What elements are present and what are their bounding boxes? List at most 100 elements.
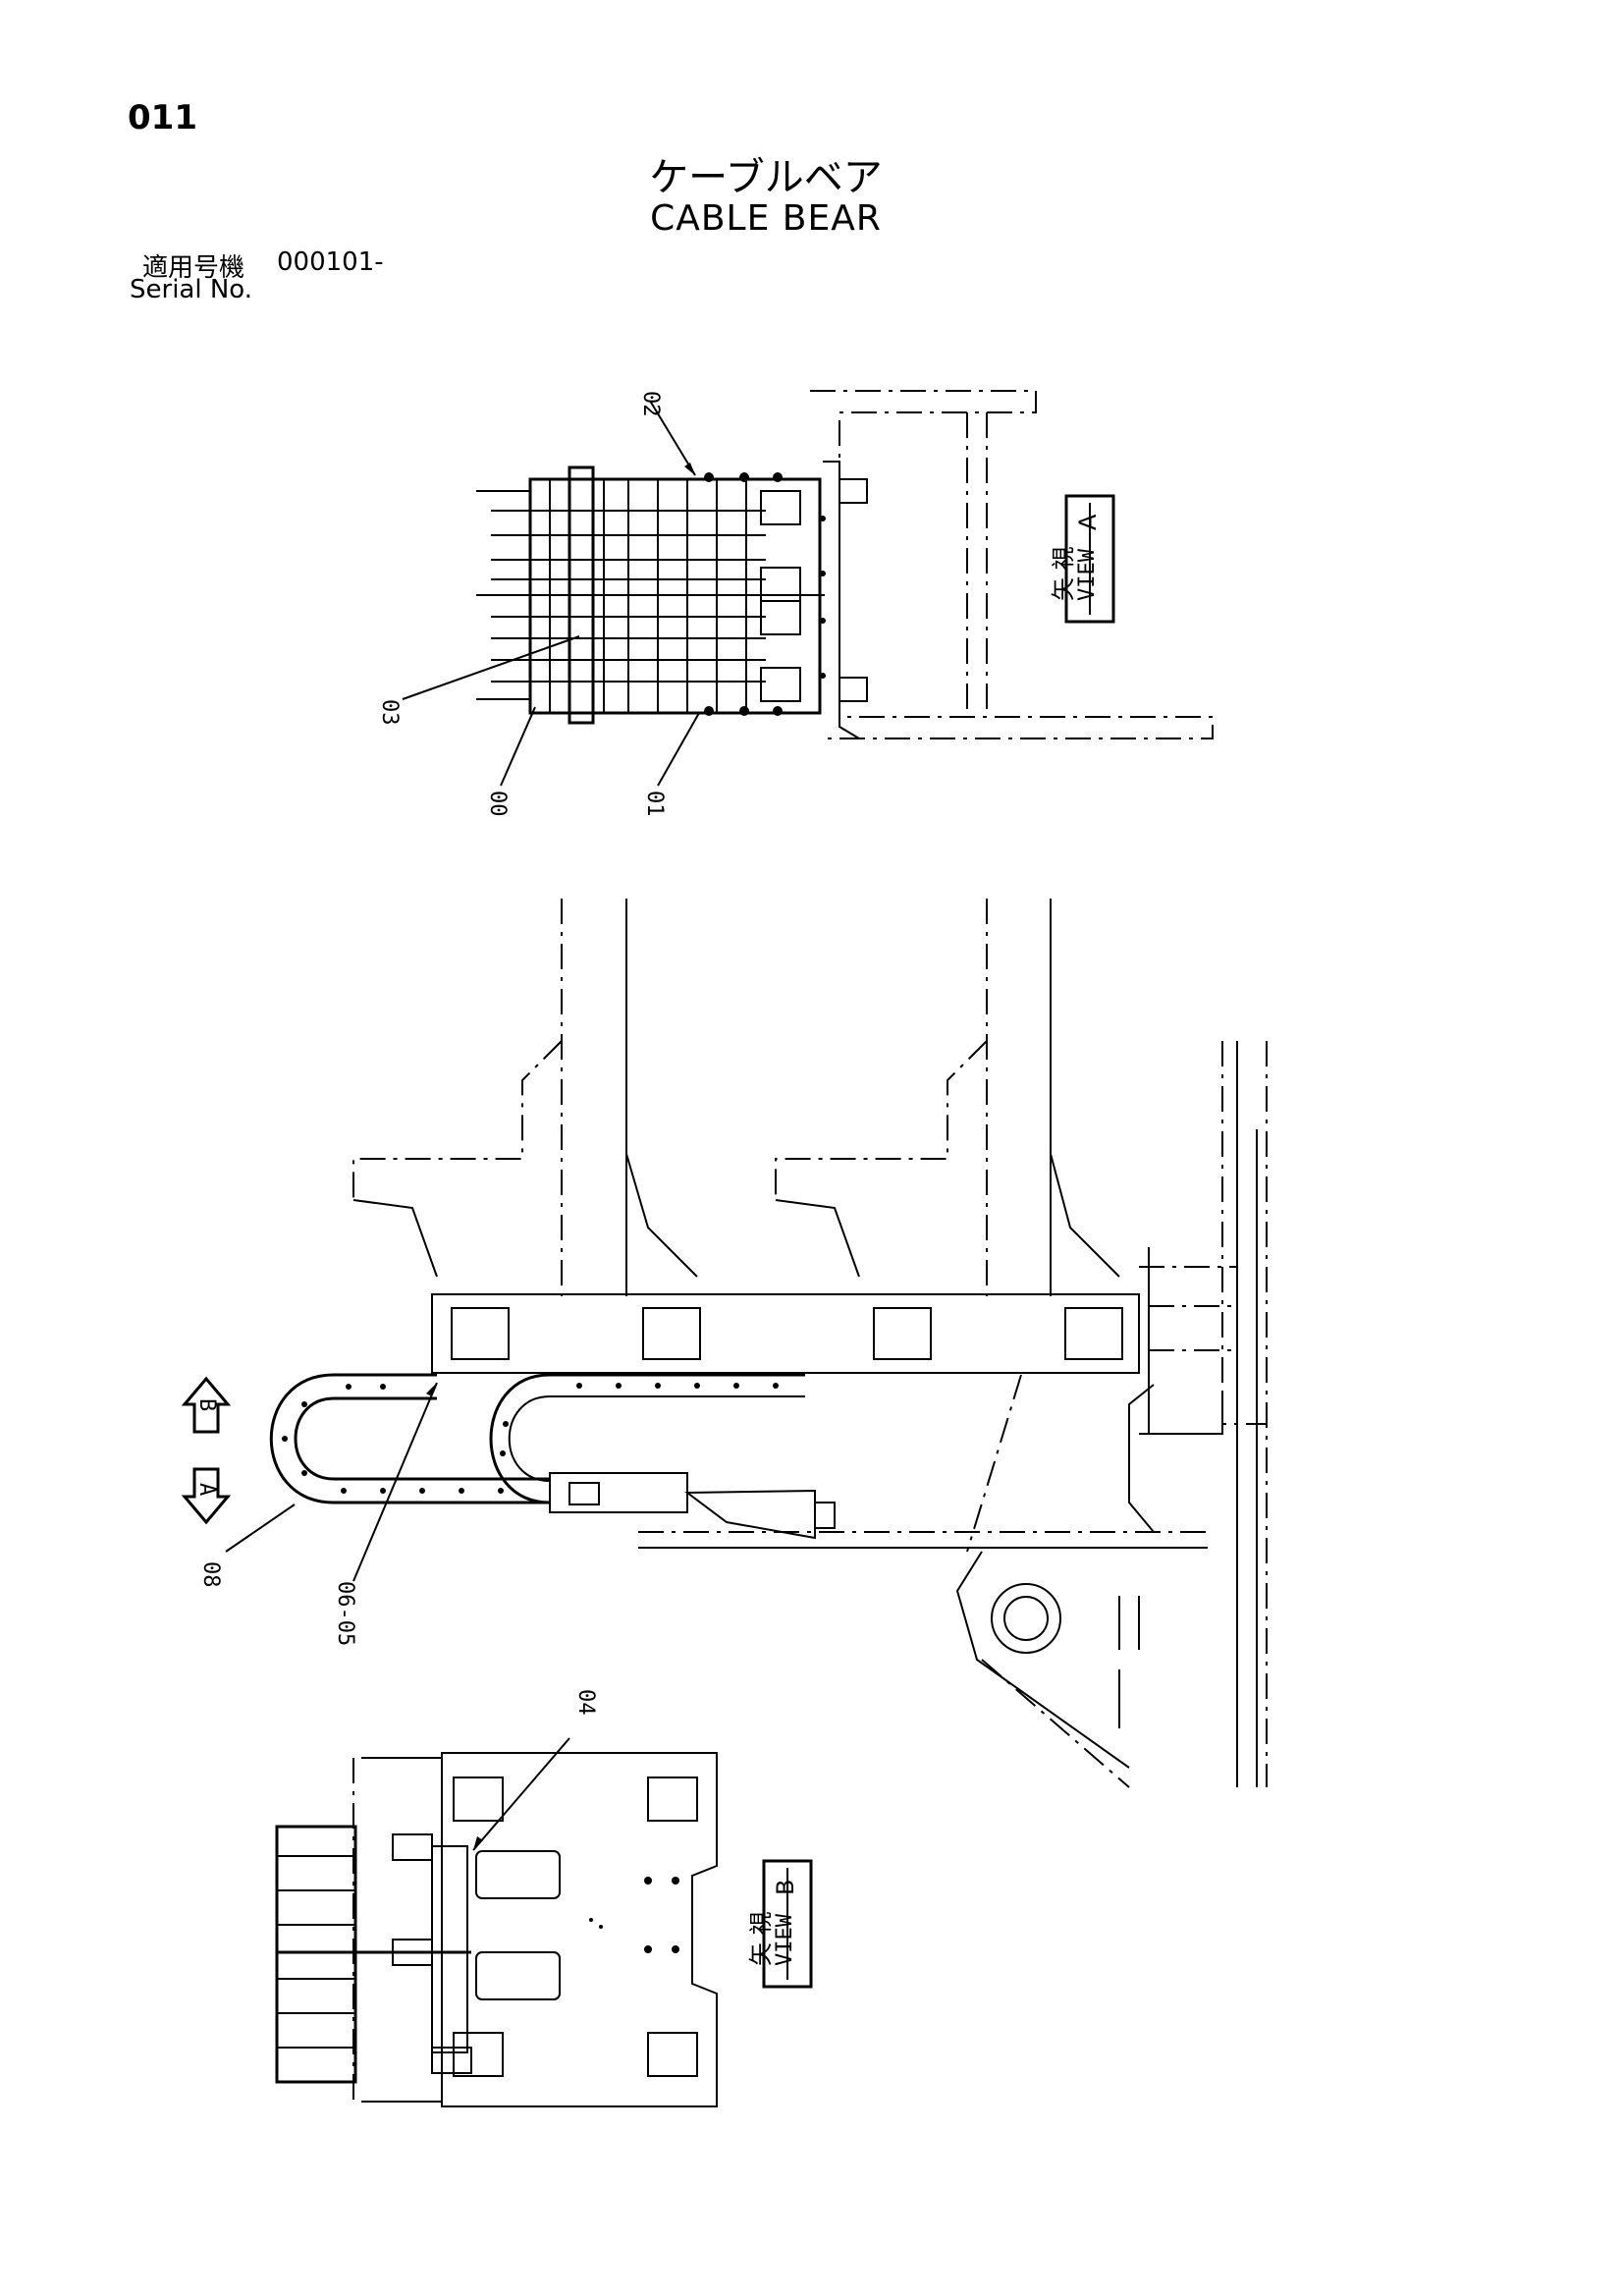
link-pin xyxy=(380,1488,386,1494)
bolt xyxy=(820,516,826,521)
view-b-clamp xyxy=(392,1833,433,1861)
link-pin xyxy=(282,1436,288,1442)
view-b-letter: B xyxy=(772,1880,799,1895)
gusset-left-curve xyxy=(352,1199,438,1278)
callout-04: 04 xyxy=(573,1689,598,1716)
callout-06-05: 06-05 xyxy=(333,1581,357,1646)
link-pin xyxy=(346,1384,352,1390)
view-b-label-box: 矢 視 VIEW B xyxy=(747,1859,813,1989)
mount-pad xyxy=(453,1777,504,1822)
view-a-bracket-top xyxy=(839,478,868,504)
link-pin xyxy=(301,1401,307,1407)
view-a-bracket-bottom xyxy=(839,677,868,702)
title-english: CABLE BEAR xyxy=(650,198,882,239)
view-b-plate xyxy=(441,1752,718,2107)
bracket-small xyxy=(1139,1394,1223,1435)
callout-01: 01 xyxy=(642,791,667,817)
link-pin xyxy=(733,1383,739,1389)
view-b-box xyxy=(762,1859,813,1989)
bolt xyxy=(739,706,749,716)
arrow-b: B xyxy=(181,1376,232,1434)
bolt xyxy=(704,706,714,716)
serial-label-japanese: 適用号機 xyxy=(142,253,245,283)
diagonal-brace xyxy=(966,1374,1022,1553)
bolt xyxy=(820,571,826,576)
callout-08: 08 xyxy=(198,1561,223,1588)
leader-04-arrowhead xyxy=(473,1836,483,1850)
leader-00 xyxy=(500,706,536,787)
view-a-en: VIEW xyxy=(1075,548,1100,601)
link-pin xyxy=(503,1421,509,1427)
gusset-right xyxy=(775,1040,988,1198)
serial-label-english: Serial No. xyxy=(130,275,252,304)
mount-block xyxy=(873,1307,932,1360)
mount-block xyxy=(451,1307,510,1360)
page-number: 011 xyxy=(128,98,197,137)
arrow-b-letter: B xyxy=(194,1398,219,1411)
link-pin xyxy=(459,1488,464,1494)
chain-link-pins xyxy=(282,1383,779,1494)
arrow-a-letter: A xyxy=(194,1483,219,1496)
arrow-a: A xyxy=(181,1467,232,1525)
leader-03 xyxy=(402,635,580,700)
view-b-chain-end xyxy=(275,1825,357,2084)
leader-06-05-arrowhead xyxy=(426,1383,437,1396)
gusset-left-inner xyxy=(625,1153,698,1278)
main-beam xyxy=(431,1293,1140,1374)
hole xyxy=(589,1918,593,1922)
link-pin xyxy=(500,1450,506,1456)
bolt xyxy=(820,618,826,624)
gusset-right-inner xyxy=(1050,1153,1120,1278)
view-a-end-plate xyxy=(760,490,801,525)
hole xyxy=(644,1877,652,1885)
chain-clamp-block xyxy=(568,1482,600,1505)
leader-08 xyxy=(225,1503,296,1553)
mount-pad xyxy=(453,2032,504,2077)
view-a-label-box: 矢 視 VIEW A xyxy=(1050,494,1115,624)
leader-06-05 xyxy=(352,1382,438,1582)
link-pin xyxy=(576,1383,582,1389)
view-b-slot-2 xyxy=(475,1951,561,2000)
cable-bear-inner-loop xyxy=(489,1373,805,1504)
pivot-outer xyxy=(991,1583,1061,1654)
mount-block xyxy=(1064,1307,1123,1360)
chain-tail-end xyxy=(814,1502,836,1529)
view-b-slot xyxy=(475,1850,561,1899)
main-side-view: 08 06-05 B A xyxy=(181,899,1268,1788)
lower-body-line xyxy=(981,1659,1130,1788)
view-b-mount-pads xyxy=(453,1777,698,2077)
hole xyxy=(644,1945,652,1953)
arrow-b-shape xyxy=(181,1376,232,1434)
gusset-left xyxy=(352,1040,563,1198)
serial-value: 000101- xyxy=(277,247,384,277)
lower-body-curve xyxy=(955,1551,1130,1769)
chain-tail-bracket xyxy=(684,1489,816,1540)
link-pin xyxy=(419,1488,425,1494)
callout-02: 02 xyxy=(638,391,663,417)
view-b-en: VIEW xyxy=(773,1913,797,1966)
link-pin xyxy=(773,1383,779,1389)
link-pin xyxy=(498,1488,504,1494)
link-pin xyxy=(301,1470,307,1476)
mount-block xyxy=(642,1307,701,1360)
link-pin xyxy=(380,1384,386,1390)
bolt xyxy=(704,472,714,482)
hole xyxy=(672,1877,679,1885)
link-pin xyxy=(341,1488,347,1494)
view-a-end-plate-4 xyxy=(760,667,801,702)
hole xyxy=(599,1925,603,1929)
title-japanese: ケーブルベア xyxy=(649,155,883,200)
bolt xyxy=(739,472,749,482)
leader-02 xyxy=(649,400,696,476)
view-a-assembly: 02 03 00 01 矢 視 VIEW A xyxy=(377,390,1214,817)
bolt xyxy=(773,706,783,716)
hole xyxy=(672,1945,679,1953)
view-a-jp: 矢 視 xyxy=(1050,546,1077,601)
arrow-a-shape xyxy=(181,1467,232,1525)
bolt xyxy=(773,472,783,482)
view-a-box xyxy=(1064,494,1115,624)
cable-bear-inner-loop-2 xyxy=(508,1395,805,1482)
cable-bear-outer-loop-inner xyxy=(294,1396,550,1481)
view-a-end-plate-3 xyxy=(760,600,801,635)
